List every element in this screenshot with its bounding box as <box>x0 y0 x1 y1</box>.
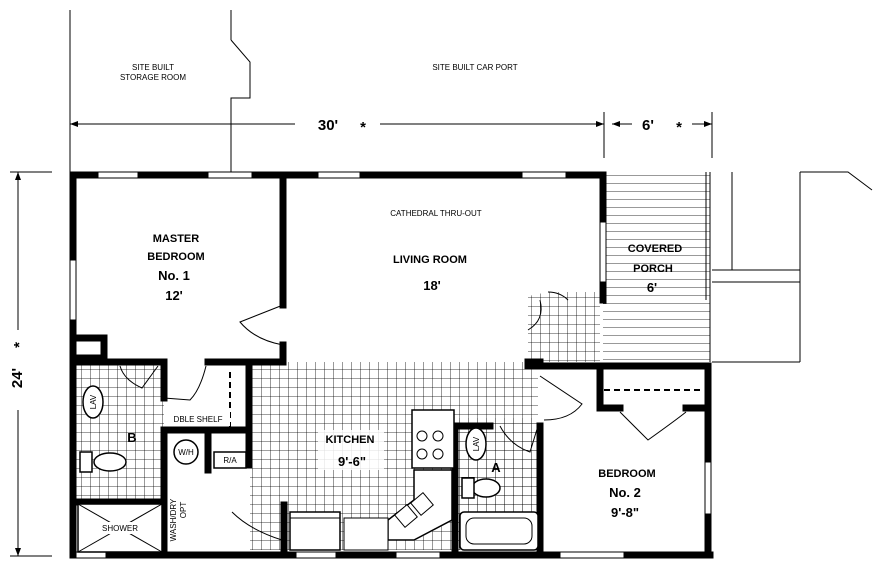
bath-b-label: B <box>127 430 136 445</box>
lav-left-label: LAV <box>89 394 98 409</box>
bath-a-fixtures <box>459 427 539 551</box>
width-main-dimension: 30' <box>318 117 338 134</box>
car-port-label: SITE BUILT CAR PORT <box>432 63 517 72</box>
shower-label: SHOWER <box>102 524 138 533</box>
width-dimension-line <box>70 112 713 158</box>
covered-porch-label-1: COVERED <box>628 243 682 255</box>
porch-deck <box>603 172 710 360</box>
master-bedroom-label-1: MASTER <box>153 233 200 245</box>
wash-dry-label: WASH/DRY <box>169 498 178 541</box>
storage-room-label-2: STORAGE ROOM <box>120 73 186 82</box>
width-porch-dimension: 6' <box>642 117 654 134</box>
bedroom2-number: No. 2 <box>609 485 641 500</box>
site-built-area <box>69 10 251 172</box>
ra-label: R/A <box>223 456 237 465</box>
master-bedroom-size: 12' <box>165 288 183 303</box>
windows <box>69 171 712 559</box>
depth-dimension-line <box>10 171 52 557</box>
bedroom2-size: 9'-8" <box>611 505 639 520</box>
living-tile-entry <box>528 292 600 362</box>
width-main-star: * <box>360 119 366 136</box>
living-room-size: 18' <box>423 278 441 293</box>
kitchen-fixtures <box>289 409 455 551</box>
cathedral-label: CATHEDRAL THRU-OUT <box>390 209 482 218</box>
living-room-label: LIVING ROOM <box>393 254 467 266</box>
kitchen-label: KITCHEN <box>326 434 375 446</box>
ra-closet <box>213 451 247 469</box>
storage-room-label-1: SITE BUILT <box>132 63 174 72</box>
master-bedroom-number: No. 1 <box>158 268 190 283</box>
lav-right-label: LAV <box>472 436 481 451</box>
kitchen-size: 9'-6" <box>338 454 366 469</box>
covered-porch-size: 6' <box>647 280 657 295</box>
width-porch-star: * <box>676 119 682 136</box>
depth-star: * <box>11 342 28 348</box>
bedroom2-label: BEDROOM <box>598 468 655 480</box>
bath-a-label: A <box>491 460 501 475</box>
interior-walls <box>72 174 712 559</box>
covered-porch-label-2: PORCH <box>633 263 673 275</box>
dble-shelf-label: DBLE SHELF <box>174 415 223 424</box>
wash-dry-opt-label: OPT <box>179 502 188 519</box>
door-swings <box>119 299 687 541</box>
depth-dimension: 24' <box>9 368 26 388</box>
bath-b-tile-floor <box>76 362 164 502</box>
master-bedroom-label-2: BEDROOM <box>147 251 204 263</box>
porch-steps <box>705 171 873 363</box>
wh-label: W/H <box>178 448 194 457</box>
